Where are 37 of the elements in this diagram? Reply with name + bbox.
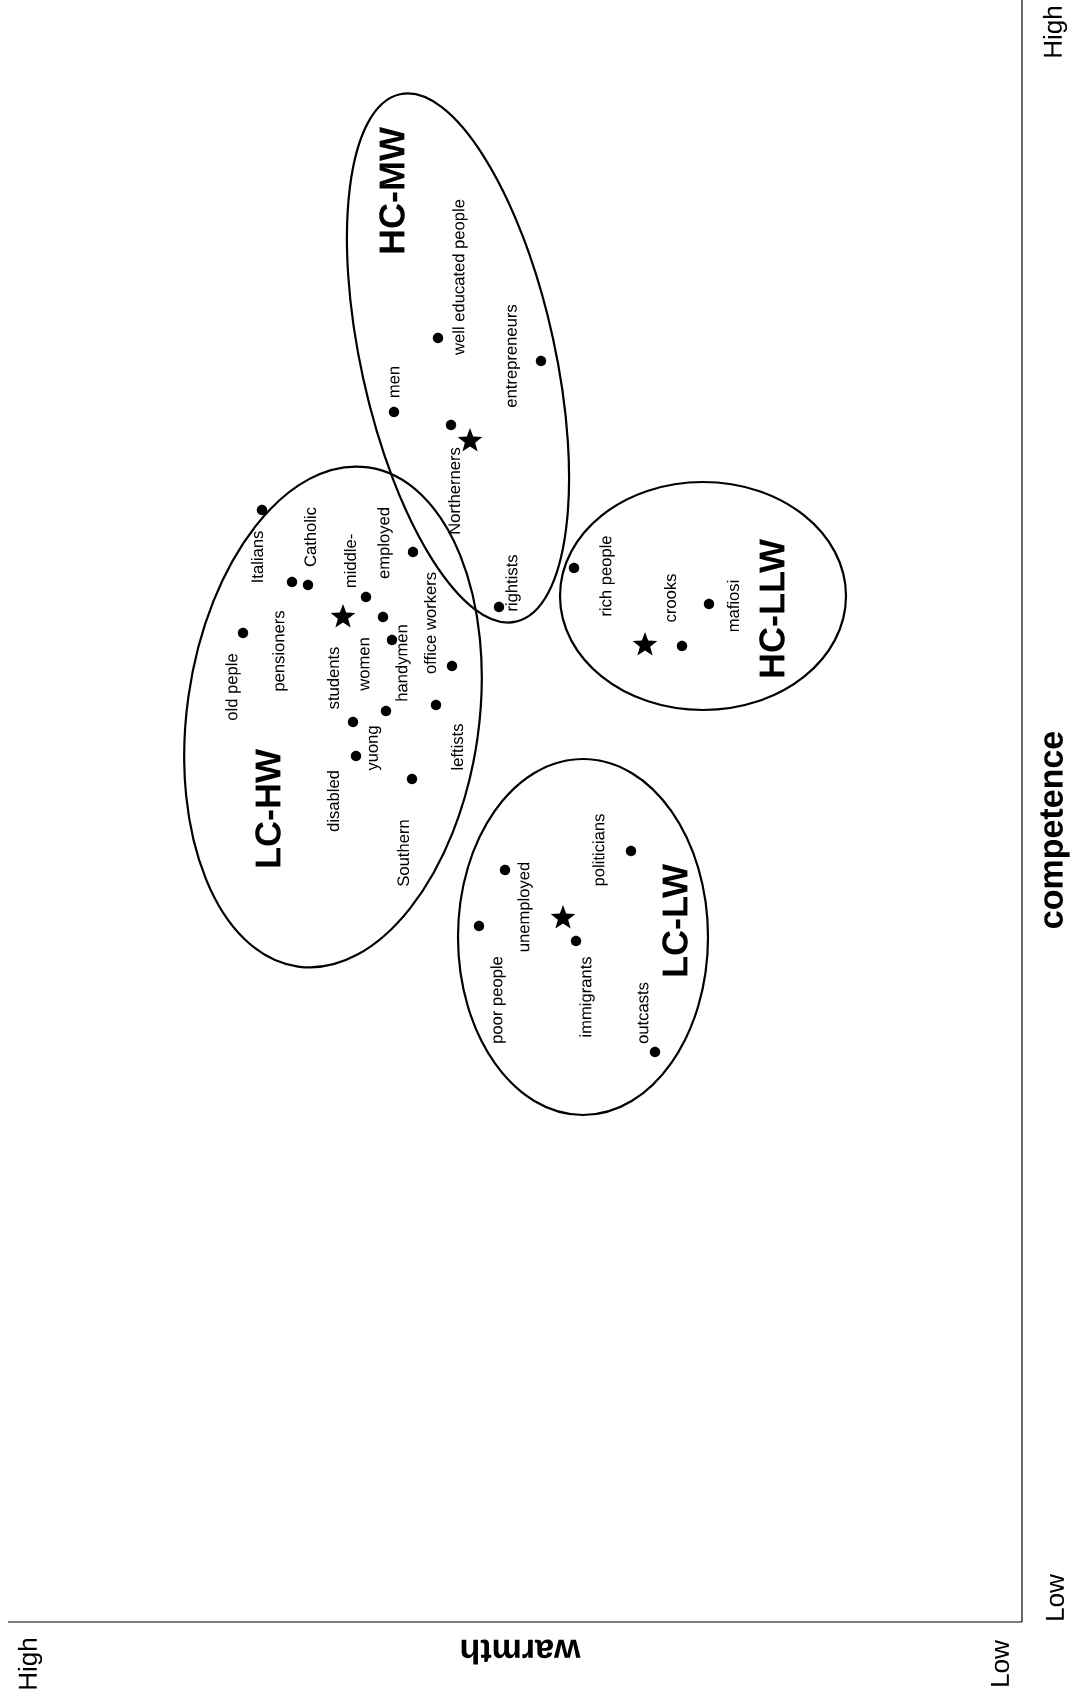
axis-end-label: High <box>17 1638 43 1689</box>
point-label: mafiosi <box>726 580 740 632</box>
point-label: Northerners <box>447 447 461 534</box>
point-label: handymen <box>395 625 411 701</box>
point-label: entrepreneurs <box>505 304 521 407</box>
axis-end-label: Low <box>990 1640 1010 1686</box>
point-label: immigrants <box>579 957 595 1037</box>
point-label: office workers <box>423 572 437 674</box>
point-label: old peple <box>225 654 241 720</box>
point-label: well educated people <box>452 199 468 355</box>
point-label: disabled <box>326 771 340 832</box>
point-label: middle- <box>343 534 357 588</box>
point-label: outcasts <box>637 982 649 1044</box>
point-label: leftists <box>450 724 464 770</box>
point-label: rightists <box>505 555 521 611</box>
point-label: crooks <box>663 574 677 622</box>
axis-end-label: High <box>1042 6 1068 57</box>
point-label: rich people <box>599 536 615 616</box>
point-label: employed <box>377 508 393 579</box>
point-label: pensioners <box>272 611 288 691</box>
cluster-label: LC-LW <box>662 864 688 976</box>
cluster-label: HC-MW <box>379 127 405 253</box>
point-label: students <box>326 647 340 709</box>
cluster-label: LC-HW <box>255 749 281 867</box>
point-label: poor people <box>490 956 506 1043</box>
point-label: Catholic <box>303 507 317 567</box>
point-label: Italians <box>250 531 264 582</box>
point-label: Southern <box>396 820 410 886</box>
cluster-label: HC-LLW <box>759 539 785 677</box>
point-label: yuong <box>368 726 382 771</box>
point-label: women <box>360 638 370 691</box>
axis-end-label: Low <box>1045 1574 1065 1620</box>
point-label: men <box>390 366 400 398</box>
axis-title: competence <box>1040 731 1070 928</box>
point-label: politicians <box>592 814 608 886</box>
axis-title: warmth <box>461 1639 581 1665</box>
point-label: unemployed <box>517 862 533 952</box>
